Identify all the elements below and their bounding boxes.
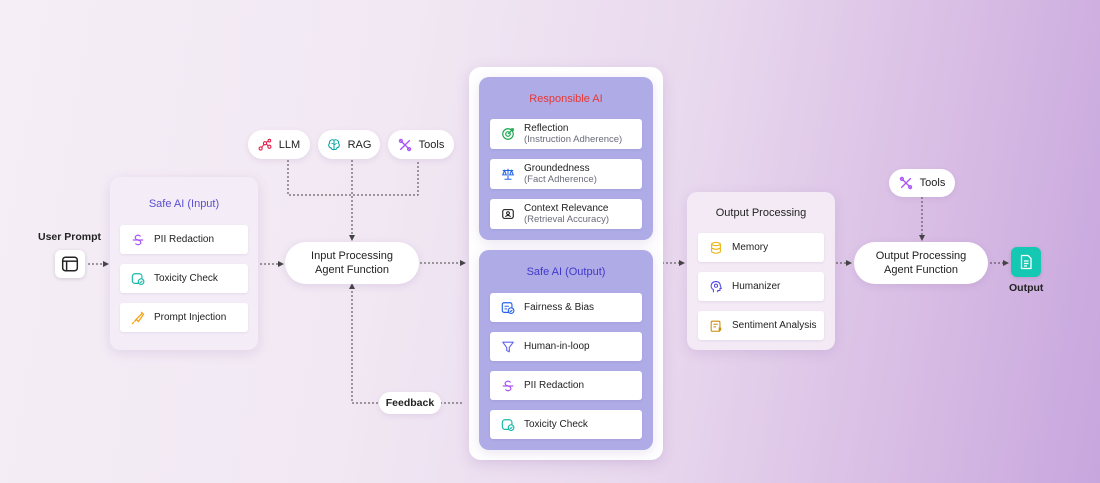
safe-ai-output-panel: Safe AI (Output) Fairness & Bias Human-i… xyxy=(479,250,653,450)
scale-icon xyxy=(501,168,515,180)
database-icon xyxy=(711,241,721,254)
redaction-icon xyxy=(502,380,514,391)
output-agent-line2: Agent Function xyxy=(884,264,958,276)
safe-ai-input-panel: Safe AI (Input) PII Redaction Toxicity C… xyxy=(110,177,258,350)
head-icon xyxy=(710,280,722,292)
fairness-icon xyxy=(501,301,515,314)
responsible-ai-title: Responsible AI xyxy=(529,93,603,105)
safe-output-item-toxicity-check[interactable]: Toxicity Check xyxy=(490,410,642,439)
safe-output-item-pii-redaction[interactable]: PII Redaction xyxy=(490,371,642,400)
responsible-item-reflection[interactable]: Reflection(Instruction Adherence) xyxy=(490,119,642,149)
item-label: Fairness & Bias xyxy=(524,302,595,313)
syringe-icon xyxy=(131,311,145,324)
output-agent-line1: Output Processing xyxy=(875,250,967,262)
safe-ai-output-title: Safe AI (Output) xyxy=(526,266,606,278)
item-label: Prompt Injection xyxy=(154,312,227,323)
safe-input-item-pii-redaction[interactable]: PII Redaction xyxy=(120,225,248,254)
output-processing-panel: Output Processing Memory Humanizer Senti… xyxy=(687,192,835,350)
item-label: PII Redaction xyxy=(154,234,215,245)
output-item-sentiment-analysis[interactable]: Sentiment Analysis xyxy=(698,311,824,340)
brain-icon xyxy=(327,138,340,150)
feedback-label: Feedback xyxy=(385,397,435,409)
item-sub: (Instruction Adherence) xyxy=(524,134,623,145)
output-item-memory[interactable]: Memory xyxy=(698,233,824,262)
item-label: Groundedness xyxy=(524,163,590,174)
safe-output-item-human-in-loop[interactable]: Human-in-loop xyxy=(490,332,642,361)
responsible-item-groundedness[interactable]: Groundedness(Fact Adherence) xyxy=(490,159,642,189)
connector-feedback xyxy=(352,284,462,404)
tools-pill-right[interactable]: Tools xyxy=(889,169,955,197)
document-icon xyxy=(1020,254,1032,270)
tools-label: Tools xyxy=(919,177,946,189)
output-processing-agent[interactable]: Output Processing Agent Function xyxy=(854,242,988,284)
item-label: Human-in-loop xyxy=(524,341,590,352)
llm-nodes-icon xyxy=(258,138,272,151)
item-label: Reflection xyxy=(524,123,569,134)
item-label: Context Relevance xyxy=(524,203,609,214)
item-sub: (Fact Adherence) xyxy=(524,174,597,185)
funnel-icon xyxy=(502,341,514,352)
llm-label: LLM xyxy=(278,138,301,151)
tools-label: Tools xyxy=(418,138,445,151)
item-label: Toxicity Check xyxy=(524,419,588,430)
input-processing-agent[interactable]: Input Processing Agent Function xyxy=(285,242,419,284)
output-node[interactable] xyxy=(1011,247,1041,277)
context-icon xyxy=(502,209,514,219)
input-agent-line1: Input Processing xyxy=(311,250,393,262)
tools-icon xyxy=(398,138,411,151)
tools-icon xyxy=(899,176,912,190)
item-label: Toxicity Check xyxy=(154,273,218,284)
feedback-pill[interactable]: Feedback xyxy=(379,392,441,414)
safe-ai-input-title: Safe AI (Input) xyxy=(148,198,220,210)
item-label: Sentiment Analysis xyxy=(732,320,817,331)
rag-label: RAG xyxy=(347,138,372,151)
safe-output-item-fairness-bias[interactable]: Fairness & Bias xyxy=(490,293,642,322)
output-item-humanizer[interactable]: Humanizer xyxy=(698,272,824,301)
item-sub: (Retrieval Accuracy) xyxy=(524,214,609,225)
user-prompt-node[interactable] xyxy=(55,250,85,278)
user-prompt-label: User Prompt xyxy=(38,231,102,243)
redaction-icon xyxy=(132,234,144,245)
item-label: Humanizer xyxy=(732,281,781,292)
responsible-ai-panel: Responsible AI Reflection(Instruction Ad… xyxy=(479,77,653,240)
toxicity-check-icon xyxy=(131,272,145,285)
safe-input-item-prompt-injection[interactable]: Prompt Injection xyxy=(120,303,248,332)
toxicity-check-icon xyxy=(501,418,515,431)
browser-window-icon xyxy=(61,256,79,272)
output-label: Output xyxy=(1009,282,1044,294)
rag-pill[interactable]: RAG xyxy=(318,130,380,159)
target-icon xyxy=(502,128,514,140)
llm-pill[interactable]: LLM xyxy=(248,130,310,159)
item-label: Memory xyxy=(732,242,769,253)
sentiment-icon xyxy=(710,320,722,332)
safe-input-item-toxicity-check[interactable]: Toxicity Check xyxy=(120,264,248,293)
item-label: PII Redaction xyxy=(524,380,585,391)
output-processing-title: Output Processing xyxy=(715,207,807,219)
tools-pill-top[interactable]: Tools xyxy=(388,130,454,159)
responsible-item-context-relevance[interactable]: Context Relevance(Retrieval Accuracy) xyxy=(490,199,642,229)
input-agent-line2: Agent Function xyxy=(315,264,389,276)
connector-tools-to-agent xyxy=(287,160,419,240)
